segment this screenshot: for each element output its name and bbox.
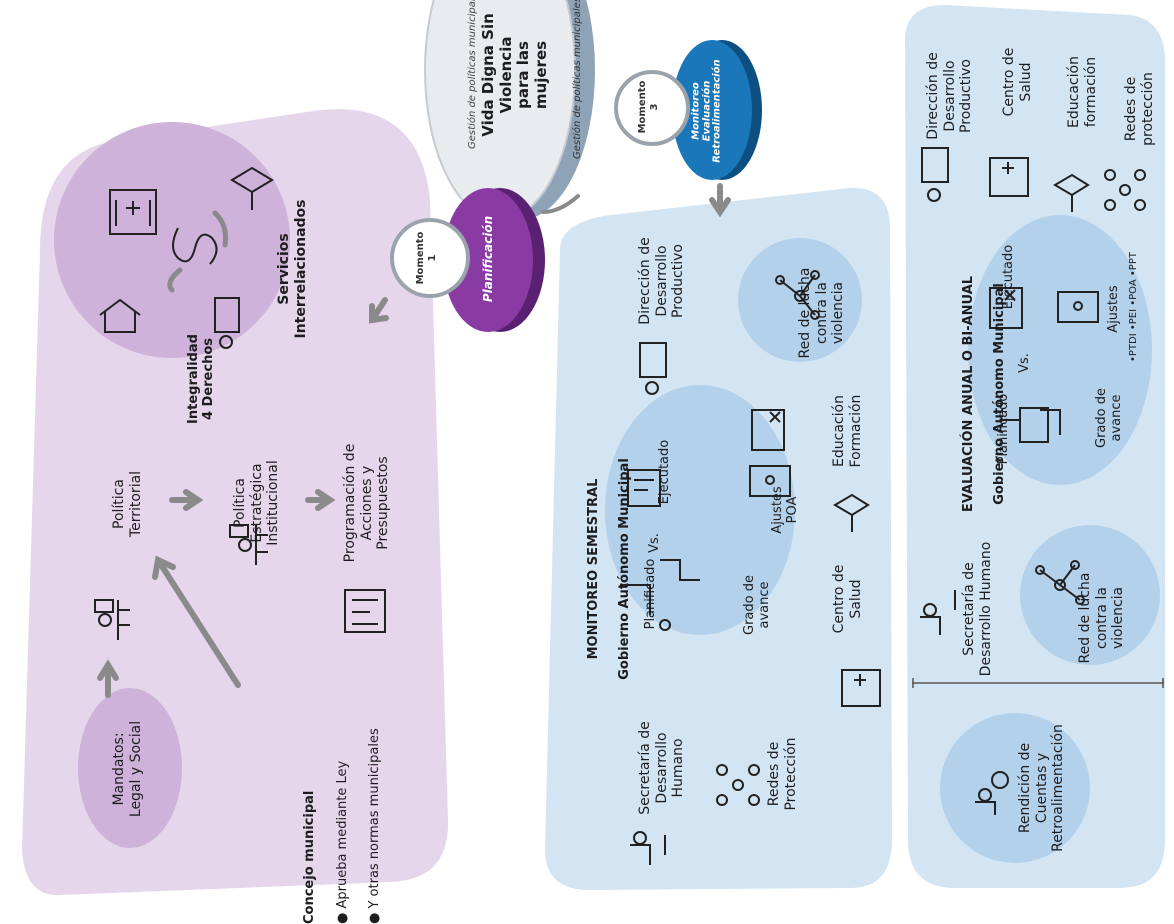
concejo-title: Concejo municipal <box>302 790 318 924</box>
org-chart-person-icon <box>94 599 130 640</box>
graduation-cap-icon <box>230 166 274 210</box>
org-chart-icon <box>749 465 791 497</box>
servicios: Servicios Interrelacionados <box>276 199 309 339</box>
anual-grado: Grado de avance <box>1094 388 1125 448</box>
people-desk-icon <box>639 342 667 395</box>
semestral-vs: Vs. <box>647 533 662 553</box>
center-title: Vida Digna Sin Violencia para las mujere… <box>479 13 551 137</box>
momento1-pill-label: Planificación <box>481 215 495 303</box>
momento3-badge <box>614 70 690 146</box>
infinity-link-icon <box>172 227 218 265</box>
semestral-grado: Grado de avance <box>742 575 773 635</box>
people-desk-icon <box>214 297 240 349</box>
anual-ejecutado: Ejecutado <box>1001 244 1016 310</box>
anual-ajustes: Ajustes <box>1106 285 1121 333</box>
graph-person-icon <box>620 559 700 631</box>
graduation-cap-icon <box>1053 173 1090 212</box>
anual-red-circle <box>1020 525 1160 665</box>
checklist-person-icon <box>627 469 661 507</box>
semestral-redes: Redes de Protección <box>766 737 799 811</box>
org-chart-person-icon <box>229 524 268 565</box>
people-desk-icon <box>921 147 949 202</box>
politica-territorial: Política Territorial <box>111 470 144 538</box>
clipboard-x-icon <box>989 287 1023 329</box>
integralidad: Integralidad 4 Derechos <box>186 334 217 424</box>
rendicion-circle <box>940 713 1090 863</box>
semestral-ajustes: Ajustes POA <box>770 486 801 534</box>
mandatos-ellipse <box>78 688 182 848</box>
momento1-pill <box>443 188 533 332</box>
semestral-educacion: Educación Formación <box>831 394 864 468</box>
network-icon <box>1035 560 1085 605</box>
anual-title: EVALUACIÓN ANUAL O BI-ANUAL <box>961 275 977 513</box>
checklist-person-icon <box>1019 407 1049 443</box>
cycle-arrow-bottom <box>167 267 183 293</box>
concejo-block: Concejo municipal ● Aprueba mediante Ley… <box>286 644 382 924</box>
semestral-subtitle: Gobierno Autónomo Municipal <box>616 458 632 680</box>
anual-direccion: Dirección de Desarrollo Productivo <box>925 52 975 140</box>
anual-secretaria: Secretaría de Desarrollo Humano <box>961 541 994 677</box>
anual-title-block: EVALUACIÓN ANUAL O BI-ANUAL Gobierno Aut… <box>946 264 1007 524</box>
mandatos-text: Mandatos: Legal y Social <box>111 720 144 818</box>
cycle-arrow-top <box>212 210 228 248</box>
anual-planificado: Planificado <box>996 393 1011 465</box>
politica-estrategica: Política Estratégica Institucional <box>232 460 282 546</box>
semestral-ellipse <box>605 385 795 635</box>
anual-ellipse <box>968 215 1152 485</box>
momento1-label: Momento 1 <box>415 231 438 285</box>
semestral-direccion: Dirección de Desarrollo Productivo <box>637 237 687 325</box>
programacion: Programación de Acciones y Presupuestos <box>342 443 392 563</box>
momento3-label: Momento 3 <box>637 80 660 134</box>
concejo-item-1: ● Aprueba mediante Ley <box>334 760 350 924</box>
hospital-icon <box>841 669 881 707</box>
anual-red: Red de lucha contra la violencia <box>1077 572 1127 664</box>
anual-rendicion: Rendición de Cuentas y Retroalimentación <box>1017 724 1067 852</box>
org-chart-icon <box>1057 291 1099 323</box>
semestral-ejecutado: Ejecutado <box>657 439 672 505</box>
anual-centro: Centro de Salud <box>1001 47 1034 117</box>
concejo-item-2: ● Y otras normas municipales <box>367 728 383 924</box>
person-chart-icon <box>920 590 956 635</box>
anual-educacion: Educación formación <box>1066 56 1099 128</box>
hospital-icon <box>989 157 1029 197</box>
anual-vs: Vs. <box>1017 353 1032 373</box>
center-arc-inner: Gestión de políticas municipales <box>572 0 583 159</box>
person-coin-icon <box>975 771 1009 815</box>
semestral-title-block: MONITOREO SEMESTRAL Gobierno Autónomo Mu… <box>571 454 632 684</box>
momento3-pill-label: Monitoreo Evaluación Retroalimentación <box>690 59 723 163</box>
clipboard-x-icon <box>751 409 785 451</box>
momento3-pill <box>672 40 752 180</box>
people-network-icon <box>1104 169 1146 211</box>
person-chart-icon <box>630 831 666 865</box>
anual-ajustes-list: •PTDI •PEI •POA •PPT <box>1128 252 1139 362</box>
semestral-planificado: Planificado <box>643 558 658 630</box>
momento1-badge <box>390 218 470 298</box>
hospital-icon <box>109 189 157 235</box>
checklist-person-icon <box>344 589 386 633</box>
graduation-cap-icon <box>833 493 870 532</box>
arrow-return <box>541 194 580 214</box>
semestral-centro: Centro de Salud <box>831 564 864 634</box>
people-network-icon <box>716 764 760 806</box>
semestral-secretaria: Secretaría de Desarrollo Humano <box>637 721 687 815</box>
arrow-concejo <box>155 557 241 688</box>
hand-house-icon <box>99 298 141 333</box>
semestral-red: Red de lucha contra la violencia <box>797 267 847 359</box>
network-icon <box>775 270 820 320</box>
semestral-title: MONITOREO SEMESTRAL <box>586 478 602 660</box>
anual-redes: Redes de protección <box>1123 72 1156 146</box>
center-arc-outer: Gestión de políticas municipales <box>467 0 478 149</box>
